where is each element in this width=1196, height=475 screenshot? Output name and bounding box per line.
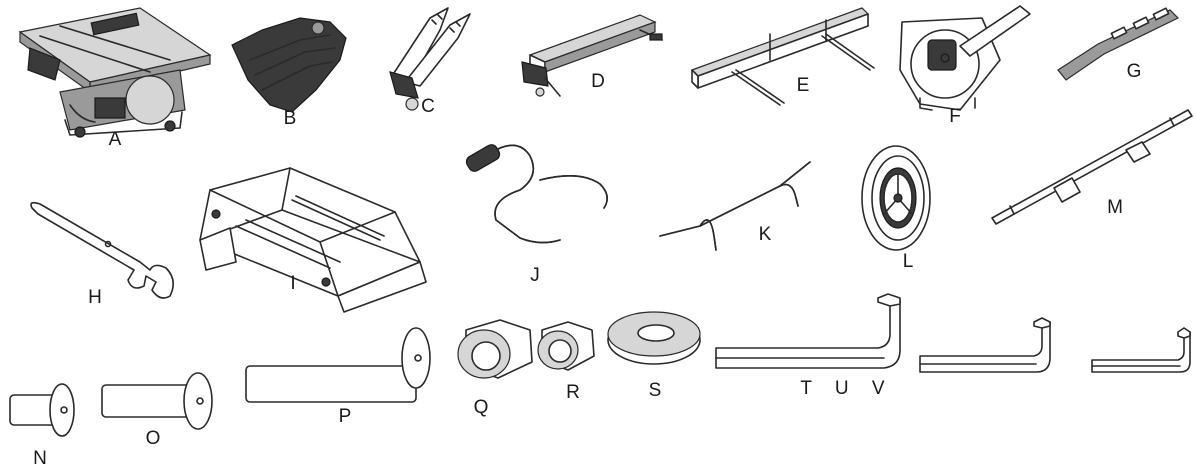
long-bolt-drawing (245, 327, 431, 403)
short-bolt-drawing (9, 383, 75, 437)
part-label-g: G (1126, 61, 1142, 82)
part-label-s: S (648, 380, 662, 401)
part-label-f: F (949, 106, 961, 127)
miter-gauge-drawing (899, 5, 1031, 111)
bracket-drawing (1057, 7, 1180, 81)
stand-frame-drawing (199, 167, 427, 313)
part-label-h: H (88, 287, 102, 308)
part-label-e: E (796, 75, 810, 96)
blade-guard-drawing (231, 17, 347, 113)
part-label-n: N (33, 448, 47, 469)
part-label-m: M (1107, 197, 1123, 218)
part-label-c: C (421, 96, 435, 117)
washer-drawing (607, 311, 701, 365)
leg-bar-drawing (659, 161, 811, 251)
medium-bolt-drawing (101, 372, 213, 430)
part-label-p: P (338, 406, 352, 427)
small-nut-drawing (537, 321, 595, 371)
riving-knife-drawing (389, 7, 471, 111)
part-label-l: L (902, 251, 914, 272)
hex-key-small-drawing (1091, 327, 1191, 373)
part-label-tuv: T U V (800, 378, 894, 399)
part-label-d: D (591, 71, 605, 92)
hex-key-large-drawing (715, 293, 901, 369)
wheel-drawing (861, 145, 931, 251)
part-label-a: A (108, 129, 122, 150)
extension-rail-drawing (690, 7, 875, 106)
part-label-i: I (290, 273, 296, 294)
hex-key-medium-drawing (919, 317, 1051, 373)
axle-drawing (991, 109, 1193, 225)
part-label-b: B (283, 108, 297, 129)
wrench-drawing (30, 201, 174, 299)
part-label-o: O (145, 428, 161, 449)
table-saw-drawing (18, 7, 212, 138)
part-label-k: K (758, 224, 772, 245)
rip-fence-drawing (521, 14, 663, 97)
part-label-j: J (530, 265, 540, 286)
handle-drawing (465, 144, 608, 244)
part-label-q: Q (473, 397, 489, 418)
part-label-r: R (566, 382, 580, 403)
large-nut-drawing (457, 319, 533, 379)
